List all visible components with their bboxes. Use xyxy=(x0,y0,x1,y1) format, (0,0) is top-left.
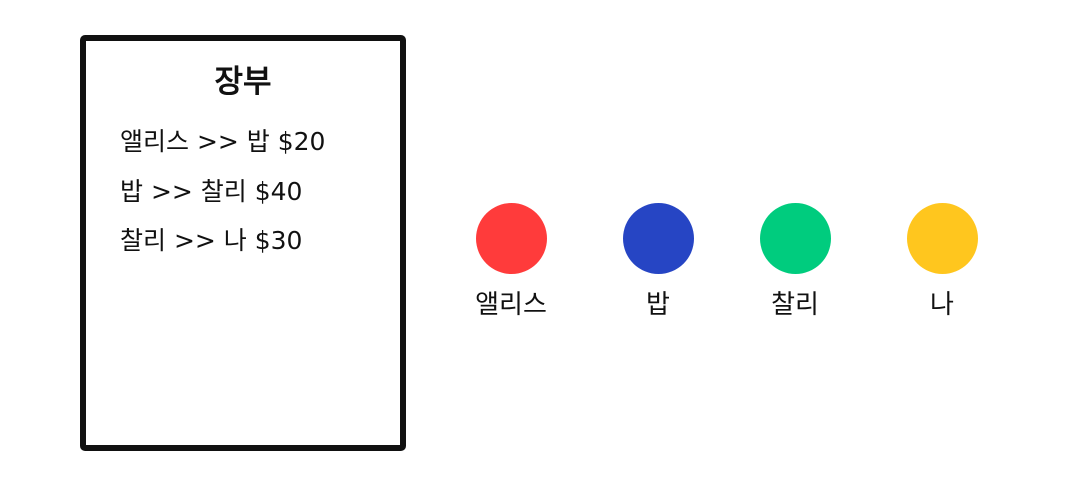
person-charlie: 찰리 xyxy=(740,203,850,333)
ledger-box: 장부 앨리스 >> 밥 $20 밥 >> 찰리 $40 찰리 >> 나 $30 xyxy=(80,35,406,451)
ledger-entry: 앨리스 >> 밥 $20 xyxy=(120,127,326,156)
ledger-entry: 밥 >> 찰리 $40 xyxy=(120,176,303,206)
person-dot-charlie xyxy=(760,203,831,274)
person-alice: 앨리스 xyxy=(456,203,566,333)
person-label-bob: 밥 xyxy=(646,290,670,320)
person-label-alice: 앨리스 xyxy=(475,290,547,320)
person-label-charlie: 찰리 xyxy=(771,290,819,320)
person-bob: 밥 xyxy=(603,203,713,333)
ledger-entry-list: 앨리스 >> 밥 $20 밥 >> 찰리 $40 찰리 >> 나 $30 xyxy=(120,129,325,278)
ledger-title: 장부 xyxy=(214,64,272,100)
person-dot-bob xyxy=(623,203,694,274)
ledger-entry: 찰리 >> 나 $30 xyxy=(120,226,303,255)
person-me: 나 xyxy=(887,203,997,333)
person-dot-me xyxy=(907,203,978,274)
person-label-me: 나 xyxy=(930,290,954,320)
person-dot-alice xyxy=(476,203,547,274)
